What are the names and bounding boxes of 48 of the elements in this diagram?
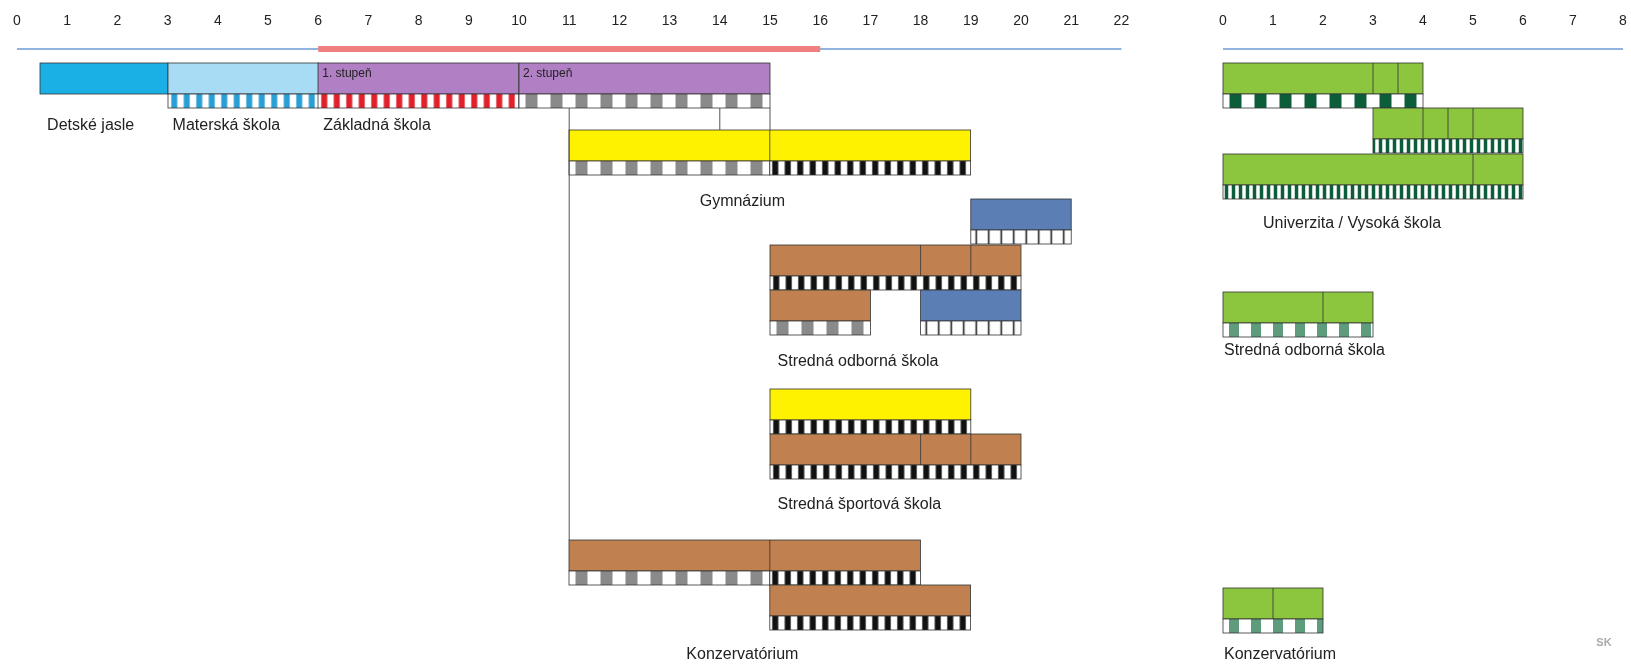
axis-tick-label: 8 — [1619, 12, 1627, 28]
axis-tick-label: 18 — [912, 12, 929, 28]
school-label: Stredná odborná škola — [1224, 341, 1385, 359]
axis-tick-label: 6 — [314, 12, 323, 28]
stage-label: 2. stupeň — [523, 66, 573, 80]
axis-tick-label: 11 — [561, 12, 577, 28]
axis-tick-label: 8 — [414, 12, 423, 28]
axis-tick-label: 17 — [862, 12, 879, 28]
axis-tick-label: 13 — [661, 12, 678, 28]
axis-tick-label: 22 — [1113, 12, 1130, 28]
axis-tick-label: 7 — [364, 12, 373, 28]
school-label: Gymnázium — [699, 192, 786, 210]
axis-tick-label: 1 — [1269, 12, 1277, 28]
axis-tick-label: 4 — [1419, 12, 1427, 28]
axis-tick-label: 5 — [1469, 12, 1477, 28]
axis-tick-label: 3 — [1369, 12, 1377, 28]
axis-tick-label: 14 — [712, 12, 728, 28]
school-label: Detské jasle — [47, 116, 135, 134]
stage-label: 1. stupeň — [322, 66, 372, 80]
axis-tick-label: 15 — [762, 12, 778, 28]
axis-tick-label: 9 — [464, 12, 473, 28]
axis-tick-label: 20 — [1013, 12, 1029, 28]
school-label: Základná škola — [323, 116, 431, 134]
axis-tick-label: 5 — [264, 12, 272, 28]
axis-tick-label: 3 — [163, 12, 172, 28]
school-label: Univerzita / Vysoká škola — [1263, 214, 1442, 232]
axis-tick-label: 4 — [213, 12, 222, 28]
axis-tick-label: 0 — [13, 12, 21, 28]
connector-line — [719, 107, 721, 131]
axis-tick-label: 2 — [1319, 12, 1327, 28]
axis-tick-label: 19 — [963, 12, 979, 28]
axis-tick-label: 16 — [812, 12, 828, 28]
axis-tick-label: 2 — [113, 12, 122, 28]
axis-tick-label: 1 — [63, 12, 72, 28]
school-label: Materská škola — [172, 116, 281, 134]
country-code: SK — [1596, 635, 1612, 650]
axis-tick-label: 10 — [511, 12, 527, 28]
school-label: Konzervatórium — [1224, 645, 1337, 663]
school-label: Konzervatórium — [686, 645, 799, 663]
school-label: Stredná odborná škola — [777, 352, 939, 370]
axis-tick-label: 6 — [1519, 12, 1527, 28]
axis-tick-label: 0 — [1219, 12, 1227, 28]
connector-line — [568, 107, 570, 541]
axis-tick-label: 21 — [1063, 12, 1079, 28]
axis-tick-label: 7 — [1569, 12, 1577, 28]
school-label: Stredná športová škola — [777, 495, 942, 513]
axis-tick-label: 12 — [611, 12, 628, 28]
connector-line — [769, 107, 771, 131]
